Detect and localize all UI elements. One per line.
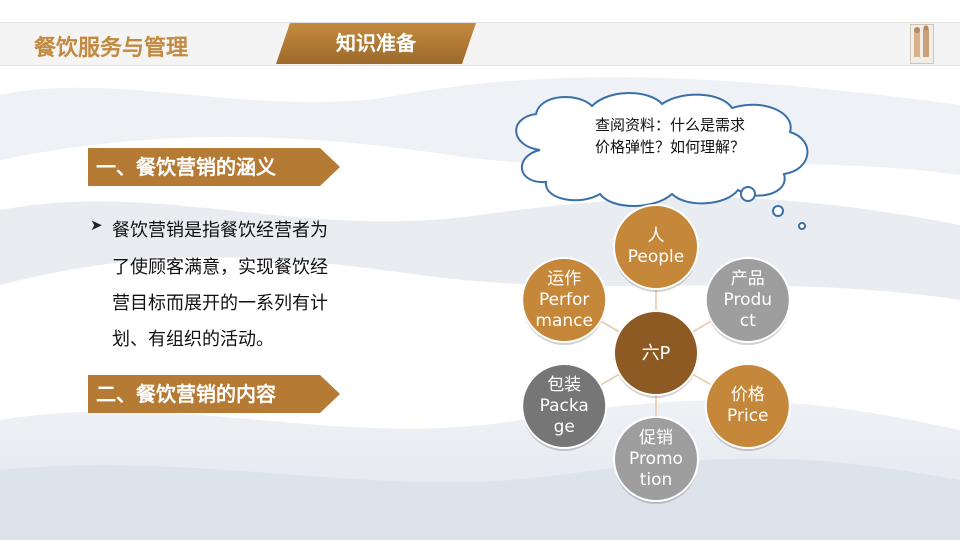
section-tab-background — [276, 23, 476, 64]
six-p-node-label-5-line-3: ge — [553, 416, 575, 437]
section-banner-1 — [88, 148, 340, 186]
six-p-node-label-4-line-3: tion — [639, 469, 673, 490]
six-p-node-6 — [521, 257, 608, 343]
six-p-node-3 — [704, 363, 791, 449]
six-p-node-label-6-line-3: mance — [535, 310, 593, 331]
six-p-node-5 — [521, 363, 608, 449]
six-p-node-1 — [613, 204, 699, 290]
bullet-arrow-icon: ➤ — [90, 216, 103, 234]
six-p-node-label-6-line-1: 运作 — [547, 268, 582, 289]
six-p-node-label-2-line-1: 产品 — [730, 268, 765, 289]
definition-line-2: 了使顾客满意，实现餐饮经 — [112, 257, 328, 278]
six-p-node-label-5-line-1: 包装 — [547, 374, 582, 395]
six-p-diagram — [521, 204, 791, 504]
six-p-node-label-5-line-2: Packa — [539, 395, 589, 416]
six-p-node-label-3-line-1: 价格 — [730, 385, 765, 405]
section-banner-2 — [88, 375, 340, 413]
thought-cloud-line-2: 价格弹性？如何理解？ — [594, 138, 745, 156]
thought-cloud — [515, 92, 809, 230]
header-bar — [0, 22, 960, 66]
definition-line-4: 划、有组织的活动。 — [112, 329, 274, 350]
definition-line-3: 营目标而展开的一系列有计 — [112, 293, 328, 314]
thought-cloud-line-1: 查阅资料：什么是需求 — [594, 116, 745, 134]
six-p-node-label-2-line-3: ct — [739, 310, 756, 331]
six-p-center-label: 六P — [641, 342, 671, 364]
six-p-node-label-1-line-1: 人 — [647, 226, 665, 246]
six-p-node-label-6-line-2: Perfor — [538, 289, 590, 310]
six-p-center — [613, 310, 699, 396]
section-title-1: 一、餐饮营销的涵义 — [96, 155, 276, 179]
section-title-2: 二、餐饮营销的内容 — [96, 382, 276, 406]
six-p-node-4 — [613, 416, 699, 502]
six-p-node-label-4-line-1: 促销 — [639, 427, 673, 448]
six-p-node-label-2-line-2: Produ — [723, 289, 773, 310]
thought-cloud-text: 查阅资料：什么是需求 价格弹性？如何理解？ — [560, 114, 780, 158]
six-p-node-label-3-line-2: Price — [727, 406, 769, 426]
definition-line-1: 餐饮营销是指餐饮经营者为 — [112, 220, 328, 241]
six-p-node-2 — [704, 257, 791, 343]
section-tab-label: 知识准备 — [336, 31, 416, 55]
course-title: 餐饮服务与管理 — [34, 36, 189, 61]
header-thumbnail-image — [910, 24, 934, 64]
six-p-node-label-4-line-2: Promo — [629, 448, 683, 469]
six-p-node-label-1-line-2: People — [627, 247, 685, 267]
